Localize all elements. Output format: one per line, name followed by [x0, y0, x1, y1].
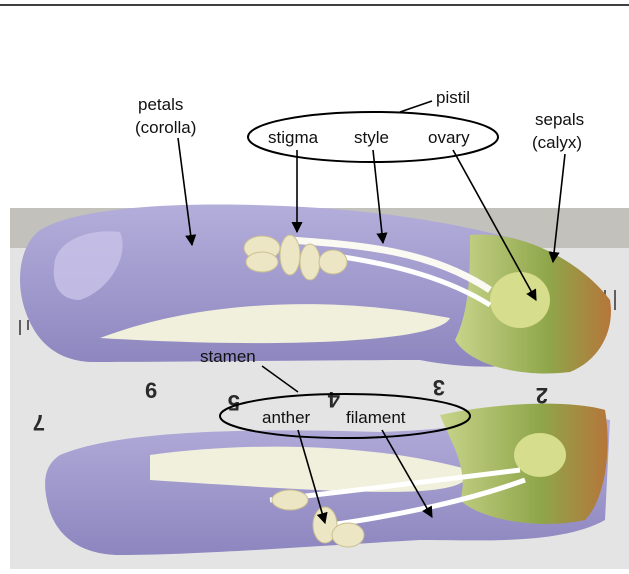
bottom-ovary-shape [514, 433, 566, 477]
pistil-connector [400, 101, 432, 112]
pistil-label: pistil [436, 88, 470, 107]
ruler-number-3: 3 [433, 375, 445, 400]
ruler-number-5: 5 [228, 390, 240, 415]
top-ovary-shape [490, 272, 550, 328]
ruler-number-6: 6 [145, 378, 157, 403]
petals-label: petals [138, 95, 183, 114]
sepals-label: sepals [535, 110, 584, 129]
stamen-label: stamen [200, 347, 256, 366]
filament-label: filament [346, 408, 406, 427]
ovary-label: ovary [428, 128, 470, 147]
corolla-label: (corolla) [135, 118, 196, 137]
calyx-label: (calyx) [532, 133, 582, 152]
style-label: style [354, 128, 389, 147]
ruler-number-7: 7 [33, 410, 45, 435]
anther-label: anther [262, 408, 311, 427]
ruler-number-4: 4 [327, 387, 340, 412]
stigma-label: stigma [268, 128, 319, 147]
